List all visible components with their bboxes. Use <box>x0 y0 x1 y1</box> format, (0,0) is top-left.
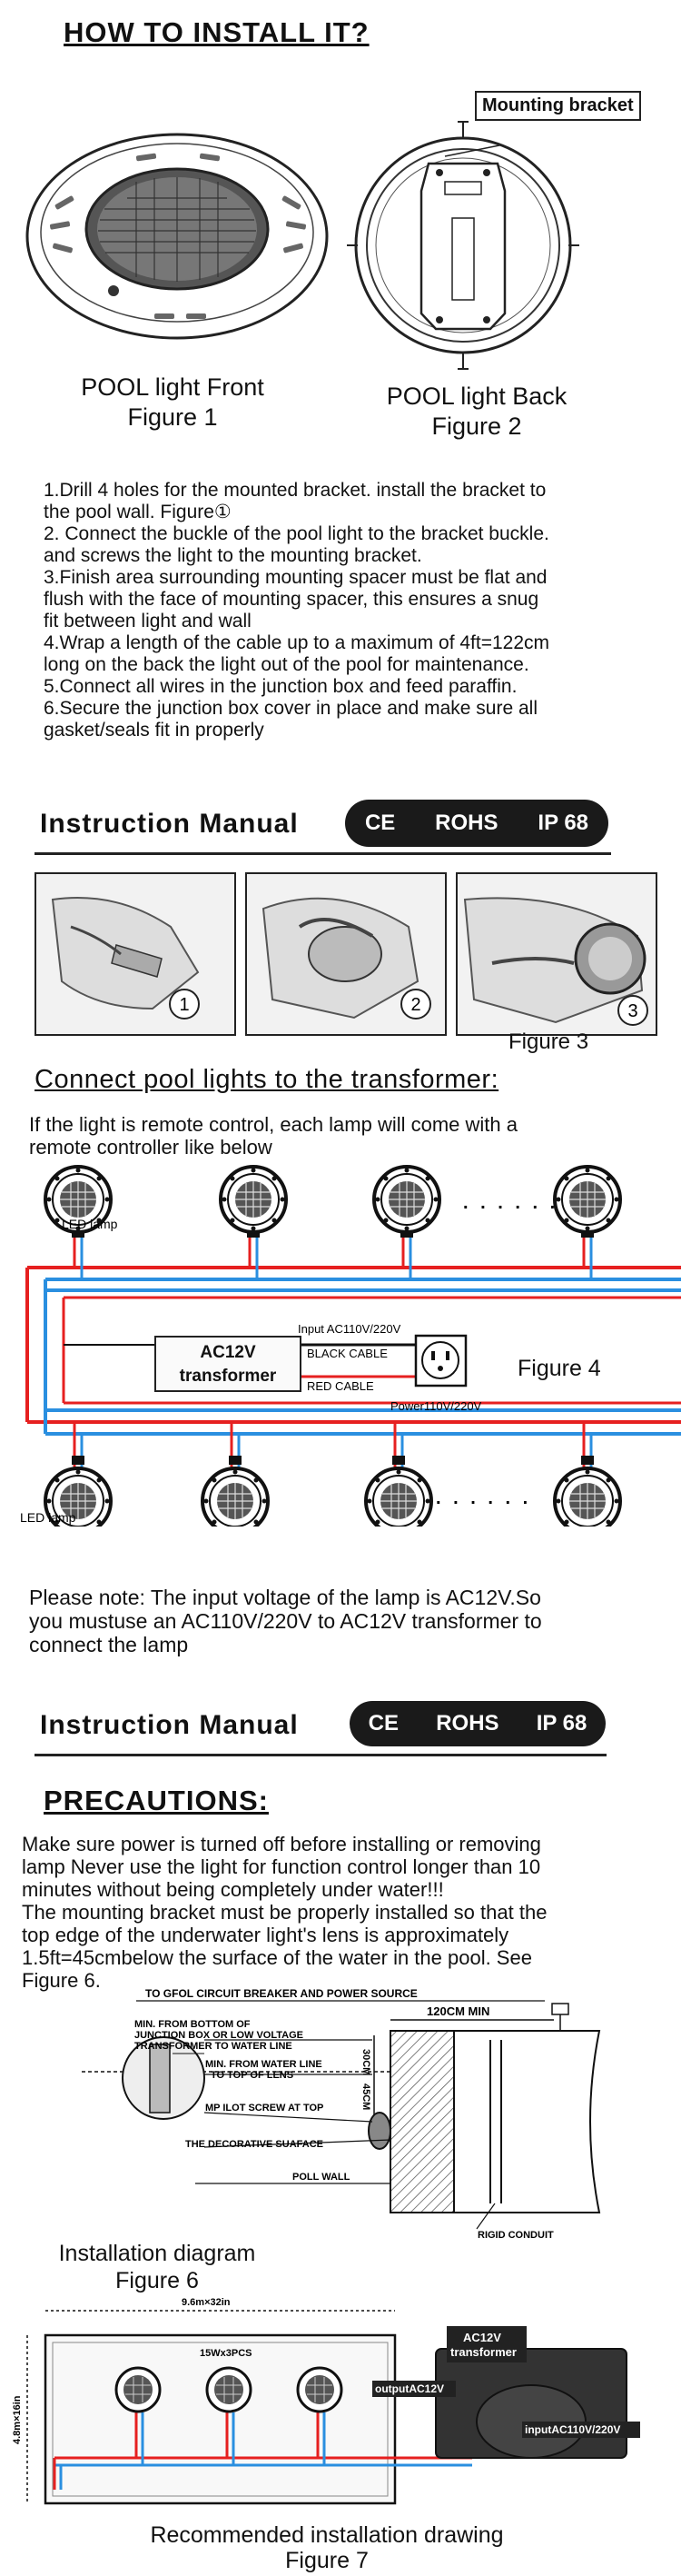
photo-number-2: 2 <box>410 995 420 1015</box>
more-lamps-top: . . . . . . <box>463 1193 558 1213</box>
lamp-spec-label: 15Wx3PCS <box>200 2348 252 2359</box>
input-voltage-label: Input AC110V/220V <box>298 1322 401 1336</box>
min-water-label-1: MIN. FROM WATER LINE <box>205 2059 322 2070</box>
pool-wall-label: POLL WALL <box>292 2172 350 2183</box>
certification-badge: CE ROHS IP 68 <box>345 800 608 847</box>
step-line: 5.Connect all wires in the junction box … <box>44 676 518 697</box>
instruction-manual-title-2: Instruction Manual <box>40 1710 299 1740</box>
step-line: 4.Wrap a length of the cable up to a max… <box>44 632 550 653</box>
input-label: inputAC110V/220V <box>525 2423 620 2436</box>
transformer7-label-1: AC12V <box>463 2331 501 2344</box>
installation-diagram: 120CM MIN 30CM 45CM TO GFOL CIRCUIT BREA… <box>82 1987 601 2241</box>
precautions-title: PRECAUTIONS: <box>44 1785 269 1816</box>
wiring-diagram: Input AC110V/220V BLACK CABLE RED CABLE … <box>20 1165 681 1527</box>
pilot-screw-label: MP ILOT SCREW AT TOP <box>205 2103 323 2114</box>
step-line: and screws the light to the mounting bra… <box>44 545 422 566</box>
voltage-note: Please note: The input voltage of the la… <box>29 1586 542 1656</box>
figure6-caption: Installation diagram Figure 6 <box>58 2241 256 2293</box>
min-junction-label-1: MIN. FROM BOTTOM OF <box>134 2019 251 2030</box>
surface-label: THE DECORATIVE SUAFACE <box>185 2139 323 2150</box>
rigid-conduit-label: RIGID CONDUIT <box>478 2230 554 2241</box>
step-line: fit between light and wall <box>44 611 252 632</box>
ce-mark: CE <box>364 811 396 835</box>
min-junction-label-2: JUNCTION BOX OR LOW VOLTAGE <box>134 2030 303 2041</box>
more-lamps-bottom: . . . . . . <box>436 1488 531 1508</box>
red-cable-label: RED CABLE <box>307 1379 374 1393</box>
install-photo-1: 1 <box>35 872 236 1036</box>
ip-rating: IP 68 <box>536 1711 587 1736</box>
step-line: 3.Finish area surrounding mounting space… <box>44 567 548 588</box>
figure4-caption: Figure 4 <box>518 1356 601 1381</box>
led-lamp-label-top: LED lamp <box>62 1217 118 1231</box>
min-120-label: 120CM MIN <box>427 2004 489 2018</box>
cm-30-label: 30CM <box>360 2049 371 2075</box>
output-label: outputAC12V <box>375 2382 444 2395</box>
figure2-caption: POOL light Back Figure 2 <box>386 383 568 440</box>
black-cable-label: BLACK CABLE <box>307 1347 388 1360</box>
ip-rating: IP 68 <box>538 811 589 835</box>
install-photo-2: 2 <box>245 872 447 1036</box>
recommended-installation-drawing: 9.6m×32in 4.8m×16in 15Wx3PCS AC12V trans… <box>12 2297 640 2505</box>
step-line: gasket/seals fit in properly <box>44 720 264 741</box>
min-junction-label-3: TRANSFORMER TO WATER LINE <box>134 2041 292 2052</box>
min-water-label-2: TO TOP OF LENS <box>211 2070 293 2081</box>
figure3-caption: Figure 3 <box>508 1029 589 1054</box>
instruction-manual-title: Instruction Manual <box>40 809 299 839</box>
led-lamp-label-bottom: LED lamp <box>20 1510 76 1525</box>
pool-light-back-figure <box>347 121 579 370</box>
figure7-caption: Recommended installation drawing Figure … <box>150 2522 504 2573</box>
step-line: long on the back the light out of the po… <box>44 654 529 675</box>
rohs-mark: ROHS <box>435 811 498 835</box>
ce-mark: CE <box>368 1711 399 1736</box>
photo-number-3: 3 <box>627 1001 637 1021</box>
pool-height-label: 4.8m×16in <box>12 2395 23 2444</box>
rohs-mark: ROHS <box>436 1711 499 1736</box>
install-photo-3: 3 <box>456 872 657 1036</box>
connect-title: Connect pool lights to the transformer: <box>35 1065 499 1094</box>
banner-divider-2 <box>35 1754 607 1756</box>
install-title: HOW TO INSTALL IT? <box>64 16 370 48</box>
figure1-caption: POOL light Front Figure 1 <box>81 373 264 431</box>
step-line: flush with the face of mounting spacer, … <box>44 589 539 610</box>
certification-badge-2: CE ROHS IP 68 <box>350 1701 606 1746</box>
pool-light-front-figure <box>25 133 329 340</box>
install-steps: 1.Drill 4 holes for the mounted bracket.… <box>44 480 549 741</box>
cm-45-label: 45CM <box>360 2084 371 2110</box>
power-voltage-label: Power110V/220V <box>390 1399 482 1413</box>
step-line: 6.Secure the junction box cover in place… <box>44 698 538 719</box>
mounting-bracket-label: Mounting bracket <box>475 91 641 121</box>
pool-width-label: 9.6m×32in <box>182 2297 231 2308</box>
step-line: 2. Connect the buckle of the pool light … <box>44 523 549 544</box>
transformer7-label-2: transformer <box>450 2345 517 2359</box>
breaker-label: TO GFOL CIRCUIT BREAKER AND POWER SOURCE <box>145 1987 418 2000</box>
banner-divider <box>35 852 611 855</box>
connect-intro: If the light is remote control, each lam… <box>29 1113 518 1159</box>
step-line: 1.Drill 4 holes for the mounted bracket.… <box>44 480 547 501</box>
step-line: the pool wall. Figure① <box>44 502 232 522</box>
precautions-text: Make sure power is turned off before ins… <box>22 1833 548 1992</box>
photo-number-1: 1 <box>179 995 189 1015</box>
transformer-box: AC12V transformer <box>154 1336 301 1392</box>
